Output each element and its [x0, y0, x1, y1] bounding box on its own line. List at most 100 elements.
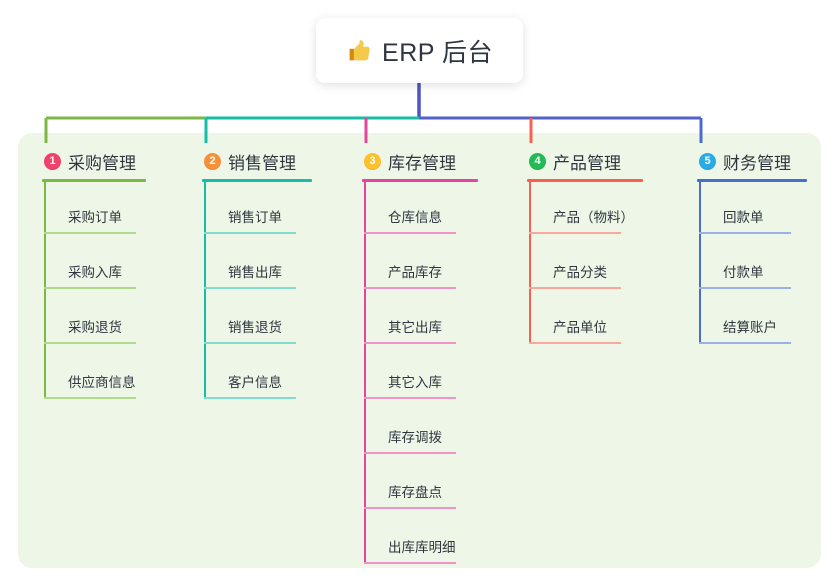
- column-spine: [364, 179, 366, 564]
- list-item-label: 采购入库: [68, 265, 122, 280]
- list-item-label: 销售退货: [228, 320, 282, 335]
- list-item[interactable]: 结算账户: [699, 289, 807, 344]
- list-item[interactable]: 销售订单: [204, 179, 312, 234]
- list-item[interactable]: 库存盘点: [364, 454, 478, 509]
- list-item-label: 产品（物料）: [553, 210, 634, 225]
- column-header-5[interactable]: 5 财务管理: [697, 148, 807, 174]
- column-item-list: 仓库信息产品库存其它出库其它入库库存调拨库存盘点出库库明细: [362, 179, 478, 564]
- list-item-label: 销售出库: [228, 265, 282, 280]
- column-产品管理: 4 产品管理产品（物料） 产品分类产品单位: [527, 148, 643, 344]
- list-item-rule: [699, 287, 791, 289]
- column-header-rule: [527, 179, 643, 182]
- list-item[interactable]: 产品分类: [529, 234, 643, 289]
- column-header-3[interactable]: 3 库存管理: [362, 148, 478, 174]
- list-item-label: 付款单: [723, 265, 764, 280]
- diagram-panel-background: [18, 133, 821, 568]
- list-item-rule: [204, 287, 296, 289]
- list-item-label: 结算账户: [723, 320, 777, 335]
- list-item-label: 回款单: [723, 210, 764, 225]
- column-spine: [529, 179, 531, 344]
- list-item-rule: [204, 342, 296, 344]
- list-item[interactable]: 其它出库: [364, 289, 478, 344]
- column-spine: [44, 179, 46, 399]
- column-spine: [204, 179, 206, 399]
- list-item-label: 产品分类: [553, 265, 607, 280]
- column-item-list: 采购订单采购入库采购退货供应商信息: [42, 179, 146, 399]
- list-item[interactable]: 付款单: [699, 234, 807, 289]
- list-item[interactable]: 产品单位: [529, 289, 643, 344]
- column-number-badge: 3: [364, 152, 381, 170]
- column-header-rule: [697, 179, 807, 182]
- list-item[interactable]: 仓库信息: [364, 179, 478, 234]
- list-item-label: 采购退货: [68, 320, 122, 335]
- column-item-list: 回款单付款单结算账户: [697, 179, 807, 344]
- list-item-rule: [44, 232, 136, 234]
- list-item-rule: [529, 287, 621, 289]
- list-item-rule: [699, 342, 791, 344]
- list-item[interactable]: 供应商信息: [44, 344, 146, 399]
- list-item-rule: [364, 507, 456, 509]
- list-item-label: 产品单位: [553, 320, 607, 335]
- column-number-badge: 4: [529, 152, 546, 170]
- list-item-rule: [529, 342, 621, 344]
- list-item-rule: [529, 232, 621, 234]
- list-item[interactable]: 客户信息: [204, 344, 312, 399]
- list-item-label: 出库库明细: [388, 540, 456, 555]
- list-item-rule: [204, 232, 296, 234]
- column-title: 库存管理: [388, 153, 456, 173]
- list-item[interactable]: 出库库明细: [364, 509, 478, 564]
- list-item-rule: [699, 232, 791, 234]
- column-header-2[interactable]: 2 销售管理: [202, 148, 312, 174]
- list-item-label: 供应商信息: [68, 375, 136, 390]
- column-number-badge: 2: [204, 152, 221, 170]
- list-item[interactable]: 库存调拨: [364, 399, 478, 454]
- list-item-label: 其它入库: [388, 375, 442, 390]
- list-item-label: 采购订单: [68, 210, 122, 225]
- list-item[interactable]: 回款单: [699, 179, 807, 234]
- root-node[interactable]: ERP 后台: [316, 18, 523, 83]
- list-item[interactable]: 产品（物料）: [529, 179, 643, 234]
- list-item-rule: [44, 342, 136, 344]
- column-采购管理: 1 采购管理采购订单采购入库采购退货供应商信息: [42, 148, 146, 399]
- list-item-rule: [364, 342, 456, 344]
- list-item[interactable]: 采购订单: [44, 179, 146, 234]
- list-item-rule: [44, 287, 136, 289]
- list-item-rule: [364, 562, 456, 564]
- column-number-badge: 1: [44, 152, 61, 170]
- list-item-label: 客户信息: [228, 375, 282, 390]
- column-title: 产品管理: [553, 153, 621, 173]
- list-item-label: 库存盘点: [388, 485, 442, 500]
- column-销售管理: 2 销售管理销售订单销售出库销售退货客户信息: [202, 148, 312, 399]
- list-item-label: 仓库信息: [388, 210, 442, 225]
- column-item-list: 销售订单销售出库销售退货客户信息: [202, 179, 312, 399]
- column-header-1[interactable]: 1 采购管理: [42, 148, 146, 174]
- list-item-label: 其它出库: [388, 320, 442, 335]
- column-title: 销售管理: [228, 153, 296, 173]
- column-number-badge: 5: [699, 152, 716, 170]
- column-财务管理: 5 财务管理回款单付款单结算账户: [697, 148, 807, 344]
- column-title: 财务管理: [723, 153, 791, 173]
- list-item-label: 产品库存: [388, 265, 442, 280]
- list-item-rule: [364, 397, 456, 399]
- root-title: ERP 后台: [382, 38, 493, 67]
- column-item-list: 产品（物料） 产品分类产品单位: [527, 179, 643, 344]
- column-title: 采购管理: [68, 153, 136, 173]
- column-header-rule: [42, 179, 146, 182]
- list-item-rule: [364, 452, 456, 454]
- list-item[interactable]: 销售退货: [204, 289, 312, 344]
- list-item-rule: [364, 232, 456, 234]
- list-item-rule: [364, 287, 456, 289]
- column-header-rule: [362, 179, 478, 182]
- list-item-label: 销售订单: [228, 210, 282, 225]
- column-header-4[interactable]: 4 产品管理: [527, 148, 643, 174]
- list-item[interactable]: 采购入库: [44, 234, 146, 289]
- column-库存管理: 3 库存管理仓库信息产品库存其它出库其它入库库存调拨库存盘点出库库明细: [362, 148, 478, 564]
- list-item[interactable]: 采购退货: [44, 289, 146, 344]
- list-item[interactable]: 销售出库: [204, 234, 312, 289]
- list-item-label: 库存调拨: [388, 430, 442, 445]
- column-spine: [699, 179, 701, 344]
- list-item[interactable]: 产品库存: [364, 234, 478, 289]
- column-header-rule: [202, 179, 312, 182]
- thumbs-up-icon: [349, 39, 370, 60]
- list-item[interactable]: 其它入库: [364, 344, 478, 399]
